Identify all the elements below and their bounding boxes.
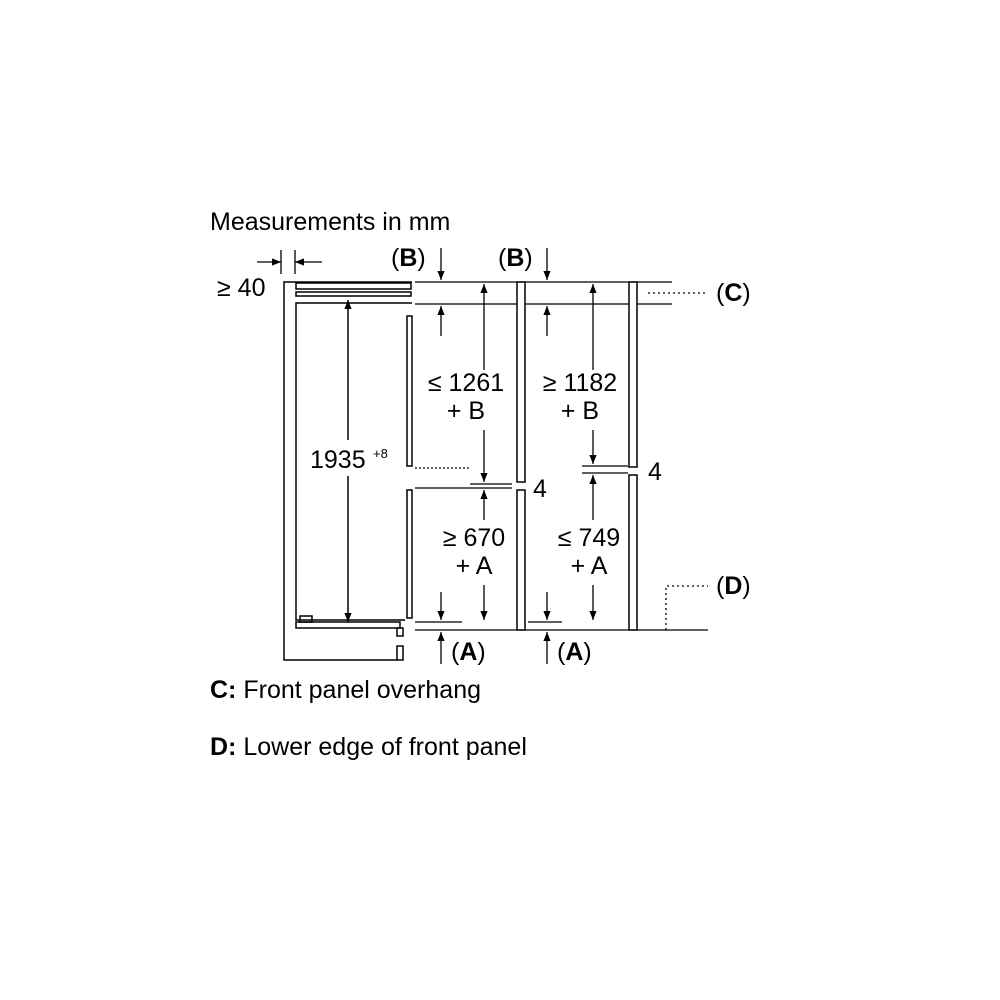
appliance-base-strip xyxy=(295,621,401,629)
legend-c: C: Front panel overhang xyxy=(210,676,481,705)
front-panels xyxy=(516,281,638,631)
upper-left-value: ≤ 1261 xyxy=(428,369,504,397)
appliance-housing xyxy=(283,281,412,661)
lower-door-edge xyxy=(406,489,413,619)
dimension-arrows xyxy=(437,248,597,664)
appliance-top-rail xyxy=(295,291,412,297)
legend-d: D: Lower edge of front panel xyxy=(210,733,527,762)
front-panel-lower-left xyxy=(516,489,526,631)
upper-door-edge xyxy=(406,315,413,467)
upper-right-value: ≥ 1182 xyxy=(543,369,617,397)
d-leader xyxy=(665,585,708,630)
appliance-foot-front xyxy=(396,627,404,637)
upper-right-plus-b: + B xyxy=(561,397,599,425)
height-label-bg xyxy=(306,440,396,476)
side-gap-label: ≥ 40 xyxy=(217,274,265,302)
front-panel-upper-left xyxy=(516,281,526,483)
legend-c-text: Front panel overhang xyxy=(243,676,482,704)
gap-left-value: 4 xyxy=(533,475,547,503)
c-marker-label: (C) xyxy=(716,279,751,307)
legend-c-key: C: xyxy=(210,676,237,704)
upper-left-plus-b: + B xyxy=(447,397,485,425)
lower-right-value: ≤ 749 xyxy=(558,524,620,552)
diagram-title: Measurements in mm xyxy=(210,208,450,236)
d-marker-label: (D) xyxy=(716,572,751,600)
lower-left-plus-a: + A xyxy=(456,552,493,580)
height-main-value: 1935 xyxy=(310,446,366,474)
lower-left-value: ≥ 670 xyxy=(443,524,505,552)
b-right-label: (B) xyxy=(498,244,533,272)
gap-right-value: 4 xyxy=(648,458,662,486)
a-left-label: (A) xyxy=(451,638,486,666)
front-panel-upper-right xyxy=(628,281,638,468)
height-main-tolerance: +8 xyxy=(373,446,388,461)
lower-right-plus-a: + A xyxy=(571,552,608,580)
appliance-top-cap xyxy=(295,282,412,290)
b-left-label: (B) xyxy=(391,244,426,272)
appliance-foot-lower xyxy=(396,645,404,661)
legend-d-key: D: xyxy=(210,733,237,761)
appliance-foot xyxy=(299,615,313,623)
front-panel-lower-right xyxy=(628,474,638,631)
a-right-label: (A) xyxy=(557,638,592,666)
legend-d-text: Lower edge of front panel xyxy=(243,733,527,761)
side-gap-marker xyxy=(257,250,322,274)
